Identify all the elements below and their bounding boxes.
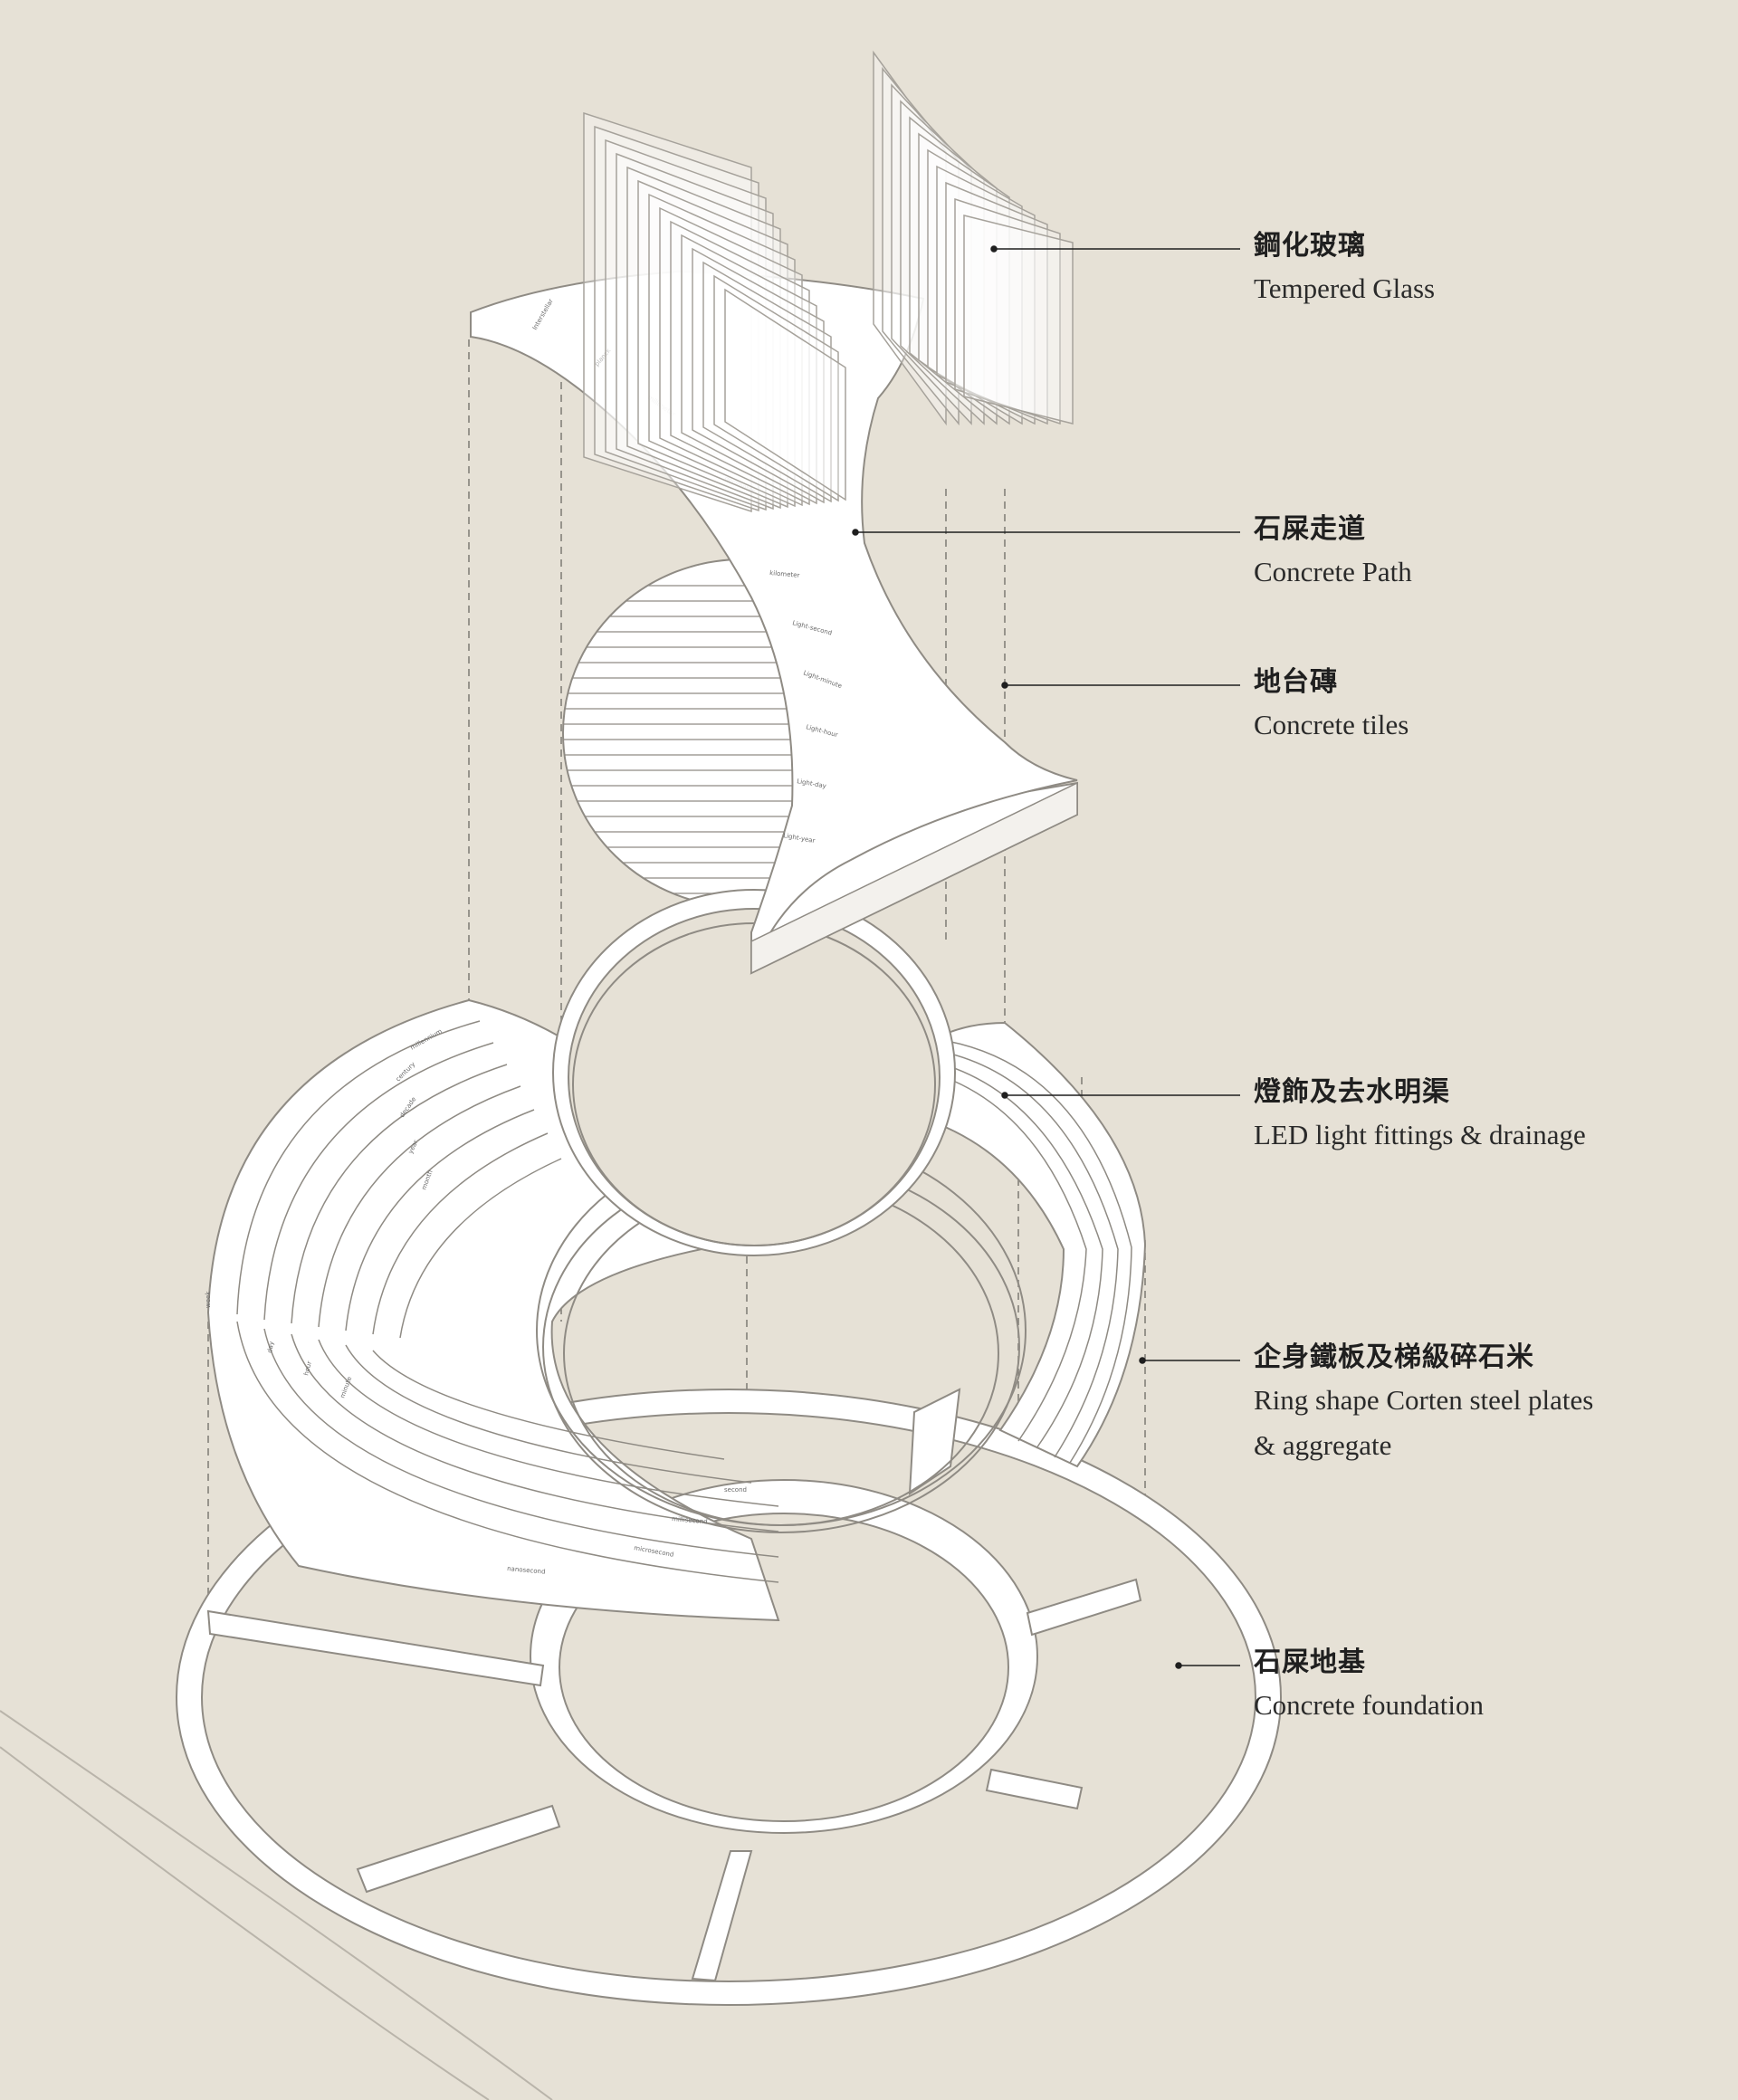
glass-pane-right bbox=[954, 197, 1061, 425]
glass-pane-right bbox=[936, 165, 1036, 425]
ring-marking: week bbox=[205, 1291, 212, 1308]
tempered-glass bbox=[583, 50, 1074, 513]
glass-pane-right bbox=[900, 100, 985, 425]
label-en: LED light fittings & drainage bbox=[1254, 1119, 1586, 1150]
label-zh: 鋼化玻璃 bbox=[1254, 230, 1366, 262]
glass-pane-left bbox=[583, 111, 752, 513]
ring-marking: second bbox=[724, 1486, 747, 1494]
glass-pane-left bbox=[724, 288, 846, 501]
concrete-path bbox=[470, 270, 1078, 975]
label-concrete-foundation: 石屎地基 Concrete foundation bbox=[1254, 1643, 1484, 1728]
label-en: Concrete Path bbox=[1254, 556, 1412, 587]
label-led-light-drainage: 燈飾及去水明渠 LED light fittings & drainage bbox=[1254, 1073, 1586, 1158]
label-tempered-glass: 鋼化玻璃 Tempered Glass bbox=[1254, 226, 1435, 311]
glass-pane-left bbox=[594, 125, 759, 512]
label-en: Concrete foundation bbox=[1254, 1689, 1484, 1721]
label-en-line2: & aggregate bbox=[1254, 1429, 1392, 1461]
led-light-drainage-ring bbox=[552, 889, 956, 1256]
glass-pane-left bbox=[713, 274, 839, 502]
label-zh: 地台磚 bbox=[1254, 666, 1338, 698]
glass-pane-right bbox=[927, 148, 1023, 425]
label-concrete-path: 石屎走道 Concrete Path bbox=[1254, 510, 1412, 595]
label-zh: 企身鐵板及梯級碎石米 bbox=[1254, 1341, 1534, 1373]
label-zh: 石屎走道 bbox=[1254, 513, 1366, 545]
background-arcs bbox=[0, 1710, 553, 2100]
glass-pane-right bbox=[963, 215, 1074, 425]
ring-marking: day bbox=[266, 1341, 275, 1353]
glass-pane-left bbox=[648, 193, 796, 508]
label-zh: 燈飾及去水明渠 bbox=[1254, 1076, 1450, 1108]
glass-pane-left bbox=[681, 234, 817, 505]
label-zh: 石屎地基 bbox=[1254, 1647, 1366, 1678]
ring-marking: nanosecond bbox=[507, 1565, 546, 1576]
glass-pane-left bbox=[702, 261, 832, 503]
label-corten-steel-plates: 企身鐵板及梯級碎石米 Ring shape Corten steel plate… bbox=[1254, 1338, 1593, 1468]
path-marking: kilometer bbox=[769, 569, 800, 579]
glass-pane-right bbox=[945, 181, 1048, 425]
glass-pane-left bbox=[670, 220, 810, 506]
glass-pane-left bbox=[637, 179, 788, 509]
label-en: Ring shape Corten steel plates bbox=[1254, 1384, 1594, 1416]
label-en: Concrete tiles bbox=[1254, 709, 1409, 740]
ring-marking: hour bbox=[302, 1360, 313, 1377]
leader-lines bbox=[852, 245, 1240, 1669]
label-en: Tempered Glass bbox=[1254, 272, 1436, 304]
ring-marking: millisecond bbox=[672, 1515, 708, 1525]
label-concrete-tiles: 地台磚 Concrete tiles bbox=[1254, 663, 1409, 748]
